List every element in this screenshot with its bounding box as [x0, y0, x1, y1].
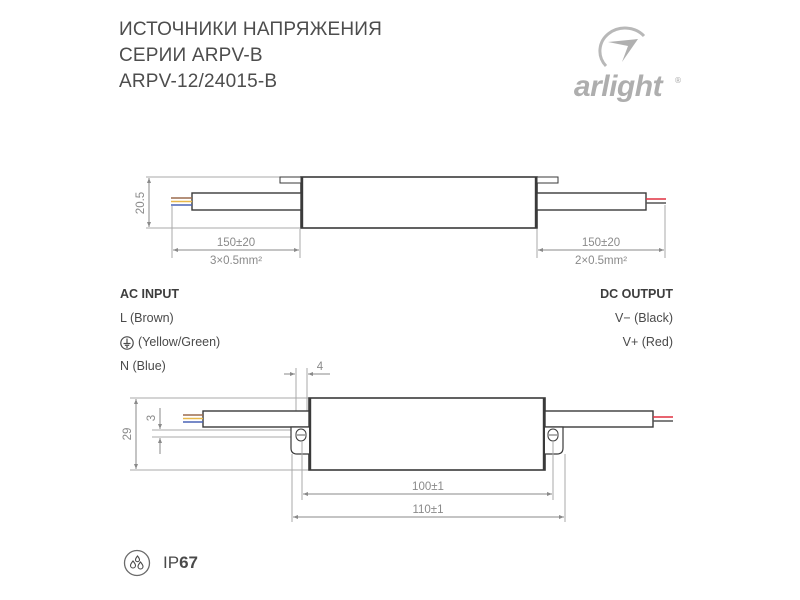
right-cable-gauge: 2×0.5mm²: [575, 255, 627, 267]
dc-output-positive: V+ (Red): [622, 335, 673, 349]
title-line-2: СЕРИИ ARPV-B: [119, 45, 263, 66]
title-block: ИСТОЧНИКИ НАПРЯЖЕНИЯ СЕРИИ ARPV-B ARPV-1…: [119, 17, 382, 95]
ac-input-live: L (Brown): [120, 311, 174, 325]
top-view: 20.5 150±20 3×0.5mm² 150±20 2×0.5mm²: [135, 176, 666, 267]
ip-rating-badge: IP67: [123, 549, 198, 577]
ip-value: 67: [179, 553, 198, 572]
logo-registered-mark: ®: [674, 76, 682, 85]
total-length-dim: 110±1: [412, 504, 443, 516]
side-height-dim: 29: [122, 428, 134, 441]
mount-length-dim: 100±1: [412, 481, 444, 493]
top-height-dim: 20.5: [135, 192, 147, 214]
dc-output-heading: DC OUTPUT: [600, 287, 673, 301]
ip-rating-text: IP67: [163, 553, 198, 573]
water-drops-icon: [123, 549, 151, 577]
arlight-swoosh-logo-icon: [598, 26, 646, 68]
ground-icon: [120, 335, 134, 350]
dc-output-negative: V− (Black): [614, 311, 673, 325]
ac-input-neutral: N (Blue): [120, 359, 166, 373]
left-cable-gauge: 3×0.5mm²: [210, 255, 262, 267]
cable-offset-dim: 3: [146, 415, 158, 421]
right-cable-length: 150±20: [582, 237, 620, 249]
ac-input-heading: AC INPUT: [120, 287, 180, 301]
ac-input-ground: (Yellow/Green): [120, 330, 220, 354]
title-line-3: ARPV-12/24015-B: [119, 71, 278, 92]
side-view: 4 29 3: [122, 361, 673, 522]
arlight-logo: arlight ®: [548, 22, 688, 103]
ac-input-ground-label: (Yellow/Green): [138, 335, 221, 349]
ac-input-legend: AC INPUT L (Brown) (Yellow/Green) N (Blu…: [120, 282, 220, 378]
title-line-1: ИСТОЧНИКИ НАПРЯЖЕНИЯ: [119, 19, 383, 40]
dc-output-legend: DC OUTPUT V− (Black) V+ (Red): [600, 282, 673, 354]
ip-prefix: IP: [163, 553, 180, 572]
logo-text: arlight: [573, 70, 663, 103]
left-cable-length: 150±20: [217, 237, 255, 249]
tab-width-dim: 4: [317, 361, 324, 373]
